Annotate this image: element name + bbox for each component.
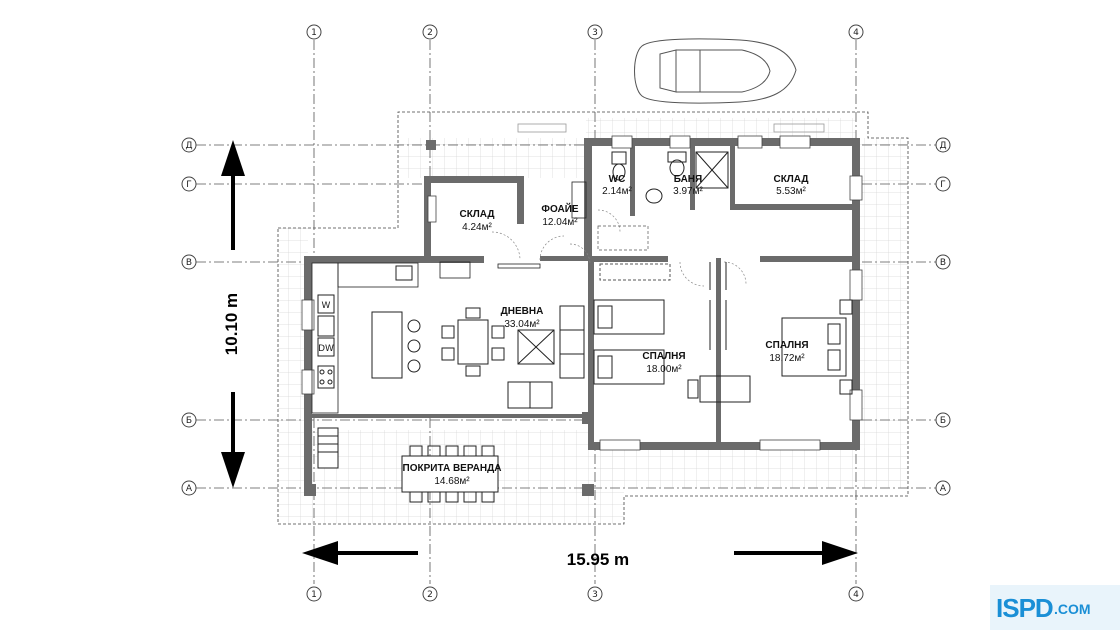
- svg-text:Г: Г: [186, 180, 192, 190]
- svg-text:1: 1: [311, 28, 317, 38]
- svg-text:ПОКРИТА ВЕРАНДА: ПОКРИТА ВЕРАНДА: [403, 463, 502, 474]
- svg-text:Б: Б: [940, 416, 946, 426]
- brand-logo: ISPD .COM: [990, 585, 1120, 630]
- bathroom-fixtures: [611, 151, 729, 204]
- room-label-storage-right: СКЛАД 5.53м²: [773, 174, 808, 197]
- svg-text:18.72м²: 18.72м²: [769, 353, 805, 364]
- axis-marker-1-bottom: 1: [306, 586, 322, 602]
- svg-text:5.53м²: 5.53м²: [776, 186, 806, 197]
- svg-text:СКЛАД: СКЛАД: [773, 174, 808, 185]
- svg-text:Д: Д: [939, 141, 946, 151]
- car-icon: [634, 38, 797, 104]
- dining-table: [441, 307, 505, 377]
- axis-row-markers-right: Д Г В Б А: [935, 137, 951, 496]
- room-label-storage-left: СКЛАД 4.24м²: [459, 209, 494, 233]
- logo-domain: .COM: [1054, 601, 1091, 617]
- axis-marker-row-2-right: Г: [935, 176, 951, 192]
- svg-text:ДНЕВНА: ДНЕВНА: [501, 306, 544, 317]
- axis-row-markers-left: Д Г В Б А: [181, 137, 197, 496]
- svg-text:Г: Г: [940, 180, 946, 190]
- axis-marker-2-bottom: 2: [422, 586, 438, 602]
- axis-marker-3-bottom: 3: [587, 586, 603, 602]
- living-furniture: [507, 305, 585, 409]
- axis-marker-row-3-right: В: [935, 254, 951, 270]
- room-label-bedroom-1: СПАЛНЯ 18.00м²: [642, 351, 685, 375]
- axis-marker-4-bottom: 4: [848, 586, 864, 602]
- veranda-dining: [317, 427, 499, 503]
- svg-text:2.14м²: 2.14м²: [602, 186, 632, 197]
- svg-text:3: 3: [592, 28, 598, 38]
- room-label-veranda: ПОКРИТА ВЕРАНДА 14.68м²: [403, 463, 502, 487]
- axis-marker-row-4-left: Б: [181, 412, 197, 428]
- plot-outline: [277, 111, 909, 525]
- width-dimension: 15.95 m: [302, 541, 858, 569]
- room-label-foyer: ФОАЙЕ 12.04м²: [541, 202, 578, 228]
- axis-marker-3-top: 3: [587, 24, 603, 40]
- axis-column-markers-top: 1 2 3 4: [306, 24, 864, 40]
- svg-text:4: 4: [853, 28, 859, 38]
- width-label: 15.95 m: [567, 550, 629, 569]
- svg-text:В: В: [186, 258, 192, 268]
- washer-label: W: [322, 301, 331, 311]
- svg-text:12.04м²: 12.04м²: [542, 217, 578, 228]
- svg-text:А: А: [940, 484, 947, 494]
- svg-text:1: 1: [311, 590, 317, 600]
- room-labels: СКЛАД 4.24м² ФОАЙЕ 12.04м² WC 2.14м² БАН…: [403, 174, 809, 487]
- svg-text:Д: Д: [185, 141, 192, 151]
- axis-marker-row-1-left: Д: [181, 137, 197, 153]
- dishwasher-label: DW: [318, 344, 334, 354]
- svg-text:3.97м²: 3.97м²: [673, 186, 703, 197]
- foyer-details: [439, 181, 649, 279]
- axis-marker-row-5-right: А: [935, 480, 951, 496]
- axis-marker-row-5-left: А: [181, 480, 197, 496]
- svg-text:БАНЯ: БАНЯ: [674, 174, 702, 185]
- room-label-bathroom: БАНЯ 3.97м²: [673, 174, 703, 197]
- svg-text:33.04м²: 33.04м²: [504, 319, 540, 330]
- svg-text:СКЛАД: СКЛАД: [459, 209, 494, 220]
- axis-marker-1-top: 1: [306, 24, 322, 40]
- svg-text:СПАЛНЯ: СПАЛНЯ: [765, 340, 808, 351]
- svg-text:14.68м²: 14.68м²: [434, 476, 470, 487]
- logo-mark: ISPD: [996, 593, 1054, 623]
- svg-text:18.00м²: 18.00м²: [646, 364, 682, 375]
- room-label-wc: WC 2.14м²: [602, 174, 632, 197]
- room-label-bedroom-2: СПАЛНЯ 18.72м²: [765, 340, 808, 364]
- depth-dimension: 10.10 m: [221, 140, 245, 488]
- svg-text:4: 4: [853, 590, 859, 600]
- axis-marker-row-1-right: Д: [935, 137, 951, 153]
- door-swings: [491, 209, 747, 287]
- axis-marker-2-top: 2: [422, 24, 438, 40]
- svg-text:WC: WC: [609, 174, 626, 185]
- room-label-living: ДНЕВНА 33.04м²: [501, 306, 544, 330]
- fence: [517, 123, 825, 133]
- kitchen: W DW: [311, 262, 421, 414]
- axis-marker-row-4-right: Б: [935, 412, 951, 428]
- sliding-partitions: [709, 262, 727, 350]
- svg-text:А: А: [186, 484, 193, 494]
- svg-text:В: В: [940, 258, 946, 268]
- svg-text:ФОАЙЕ: ФОАЙЕ: [541, 202, 578, 215]
- svg-text:3: 3: [592, 590, 598, 600]
- bedroom-1-furniture: [593, 263, 751, 403]
- svg-text:4.24м²: 4.24м²: [462, 222, 492, 233]
- bedroom-2-furniture: [781, 299, 853, 395]
- axis-marker-row-2-left: Г: [181, 176, 197, 192]
- axis-column-markers-bottom: 1 2 3 4: [306, 586, 864, 602]
- svg-text:2: 2: [427, 590, 433, 600]
- interior-floor: [308, 140, 856, 448]
- windows: [301, 135, 863, 451]
- svg-text:СПАЛНЯ: СПАЛНЯ: [642, 351, 685, 362]
- axis-marker-4-top: 4: [848, 24, 864, 40]
- axis-marker-row-3-left: В: [181, 254, 197, 270]
- depth-label: 10.10 m: [222, 293, 241, 355]
- svg-text:2: 2: [427, 28, 433, 38]
- svg-text:Б: Б: [186, 416, 192, 426]
